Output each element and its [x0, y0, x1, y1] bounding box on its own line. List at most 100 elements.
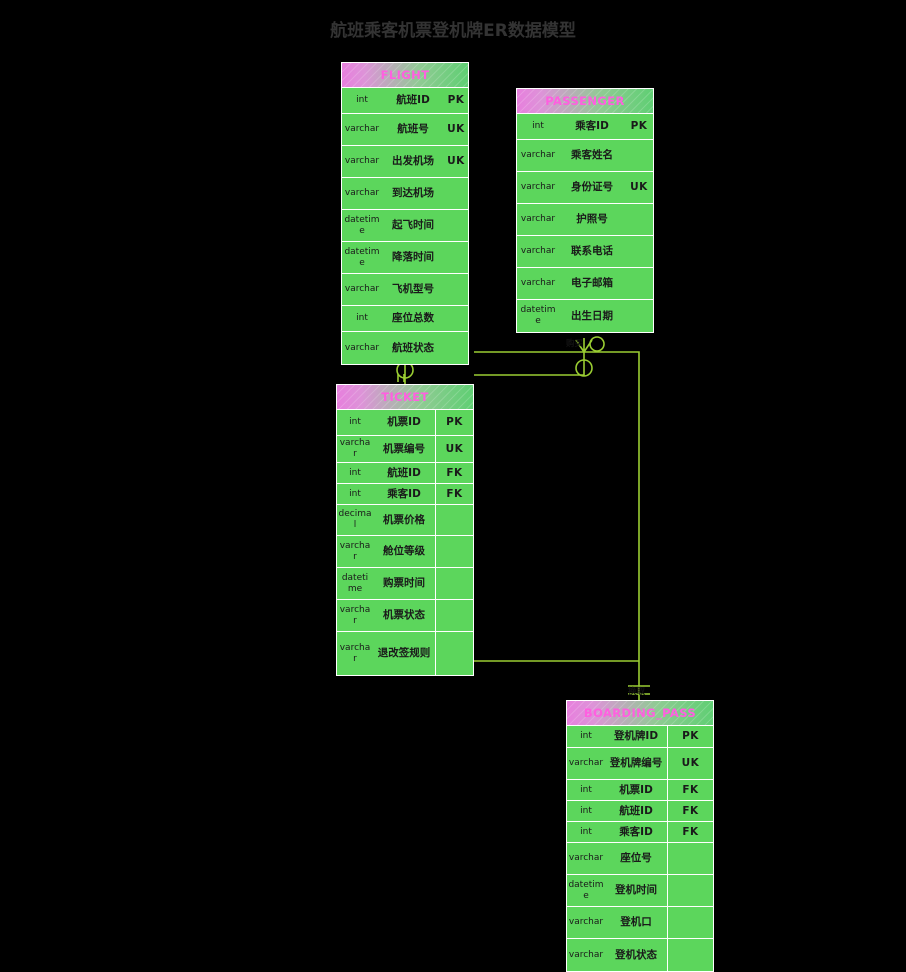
- table-row[interactable]: int 航班ID FK: [567, 801, 713, 822]
- table-row[interactable]: varchar 乘客姓名: [517, 140, 653, 172]
- column-type: datetime: [344, 214, 380, 236]
- column-type: varchar: [339, 642, 371, 664]
- column-name: 航班ID: [396, 94, 430, 106]
- column-name: 机票ID: [619, 783, 653, 796]
- column-key: UK: [667, 748, 713, 779]
- table-row[interactable]: int 座位总数: [342, 306, 468, 332]
- table-row[interactable]: varchar 航班状态: [342, 332, 468, 364]
- table-row[interactable]: datetime 起飞时间: [342, 210, 468, 242]
- table-row[interactable]: int 乘客ID PK: [517, 114, 653, 140]
- table-row[interactable]: int 登机牌ID PK: [567, 726, 713, 748]
- column-key: [625, 236, 653, 267]
- column-name: 电子邮箱: [571, 277, 613, 289]
- column-name: 登机口: [620, 916, 652, 928]
- column-key: PK: [667, 726, 713, 747]
- column-name: 机票编号: [383, 442, 425, 455]
- table-row[interactable]: int 航班ID FK: [337, 463, 473, 484]
- column-type: int: [356, 95, 368, 105]
- table-row[interactable]: varchar 到达机场: [342, 178, 468, 210]
- table-row[interactable]: datetime 降落时间: [342, 242, 468, 274]
- column-name: 乘客ID: [575, 120, 609, 132]
- entity-body-flight: int 航班ID PK varchar 航班号 UK varchar 出发机场 …: [342, 88, 468, 364]
- entity-table-ticket[interactable]: TICKET int 机票ID PK varchar 机票编号 UK int 航…: [336, 384, 474, 676]
- column-key: [444, 178, 468, 209]
- column-name: 购票时间: [383, 577, 425, 589]
- entity-header-boarding-pass: BOARDING_PASS: [567, 701, 713, 726]
- column-type: varchar: [568, 917, 604, 927]
- relationship-label-passenger-ticket: 购买: [566, 339, 584, 349]
- column-name: 登机牌编号: [609, 757, 663, 769]
- table-row[interactable]: int 机票ID PK: [337, 410, 473, 436]
- column-name: 降落时间: [392, 251, 434, 263]
- column-name: 乘客姓名: [571, 149, 613, 161]
- table-row[interactable]: varchar 机票状态: [337, 600, 473, 632]
- column-type: int: [580, 731, 592, 741]
- entity-header-ticket: TICKET: [337, 385, 473, 410]
- column-key: PK: [435, 410, 473, 435]
- column-key: [435, 536, 473, 567]
- table-row[interactable]: datetime 登机时间: [567, 875, 713, 907]
- column-key: [667, 843, 713, 874]
- table-row[interactable]: varchar 登机牌编号 UK: [567, 748, 713, 780]
- table-row[interactable]: int 乘客ID FK: [337, 484, 473, 505]
- column-type: varchar: [339, 540, 371, 562]
- column-name: 登机状态: [615, 948, 657, 961]
- column-type: int: [580, 826, 592, 837]
- column-name: 乘客ID: [619, 825, 653, 838]
- table-row[interactable]: decimal 机票价格: [337, 505, 473, 536]
- column-type: varchar: [344, 342, 380, 353]
- column-name: 起飞时间: [392, 219, 434, 231]
- table-row[interactable]: varchar 航班号 UK: [342, 114, 468, 146]
- column-key: [625, 204, 653, 235]
- column-key: [667, 939, 713, 971]
- column-name: 出发机场: [392, 155, 434, 167]
- table-row[interactable]: varchar 退改签规则: [337, 632, 473, 675]
- column-key: UK: [447, 123, 465, 135]
- column-key: PK: [447, 94, 465, 106]
- table-row[interactable]: varchar 座位号: [567, 843, 713, 875]
- table-row[interactable]: varchar 出发机场 UK: [342, 146, 468, 178]
- entity-table-passenger[interactable]: PASSENGER int 乘客ID PK varchar 乘客姓名 varch…: [516, 88, 654, 333]
- column-key: [625, 140, 653, 171]
- entity-body-passenger: int 乘客ID PK varchar 乘客姓名 varchar 身份证号 UK…: [517, 114, 653, 332]
- column-key: UK: [447, 155, 465, 167]
- column-key: [444, 306, 468, 331]
- entity-table-boarding-pass[interactable]: BOARDING_PASS int 登机牌ID PK varchar 登机牌编号…: [566, 700, 714, 972]
- column-type: int: [349, 488, 361, 499]
- table-row[interactable]: int 航班ID PK: [342, 88, 468, 114]
- table-row[interactable]: int 乘客ID FK: [567, 822, 713, 843]
- page-title: 航班乘客机票登机牌ER数据模型: [330, 21, 576, 41]
- table-row[interactable]: datetime 出生日期: [517, 300, 653, 332]
- column-key: FK: [667, 801, 713, 821]
- relationship-label-ticket-boarding: 换取: [628, 687, 646, 697]
- table-row[interactable]: varchar 电子邮箱: [517, 268, 653, 300]
- table-row[interactable]: varchar 登机状态: [567, 939, 713, 971]
- table-row[interactable]: varchar 飞机型号: [342, 274, 468, 306]
- table-row[interactable]: varchar 护照号: [517, 204, 653, 236]
- column-type: varchar: [520, 182, 556, 192]
- column-type: varchar: [568, 758, 604, 768]
- entity-table-flight[interactable]: FLIGHT int 航班ID PK varchar 航班号 UK varcha…: [341, 62, 469, 365]
- table-row[interactable]: varchar 机票编号 UK: [337, 436, 473, 463]
- column-name: 乘客ID: [387, 487, 421, 500]
- column-key: [444, 210, 468, 241]
- column-name: 航班ID: [619, 804, 653, 817]
- table-row[interactable]: datetime 购票时间: [337, 568, 473, 600]
- column-type: varchar: [344, 156, 380, 166]
- column-name: 机票ID: [387, 416, 421, 428]
- column-type: int: [349, 417, 361, 427]
- table-row[interactable]: varchar 身份证号 UK: [517, 172, 653, 204]
- table-row[interactable]: varchar 联系电话: [517, 236, 653, 268]
- table-row[interactable]: int 机票ID FK: [567, 780, 713, 801]
- table-row[interactable]: varchar 登机口: [567, 907, 713, 939]
- column-name: 航班ID: [387, 466, 421, 479]
- column-type: decimal: [338, 509, 372, 530]
- column-name: 航班号: [397, 123, 429, 135]
- column-name: 护照号: [576, 213, 608, 225]
- table-row[interactable]: varchar 舱位等级: [337, 536, 473, 568]
- column-type: int: [532, 121, 544, 131]
- column-name: 到达机场: [392, 187, 434, 199]
- column-type: varchar: [520, 246, 556, 256]
- column-key: FK: [667, 780, 713, 800]
- entity-body-ticket: int 机票ID PK varchar 机票编号 UK int 航班ID FK …: [337, 410, 473, 675]
